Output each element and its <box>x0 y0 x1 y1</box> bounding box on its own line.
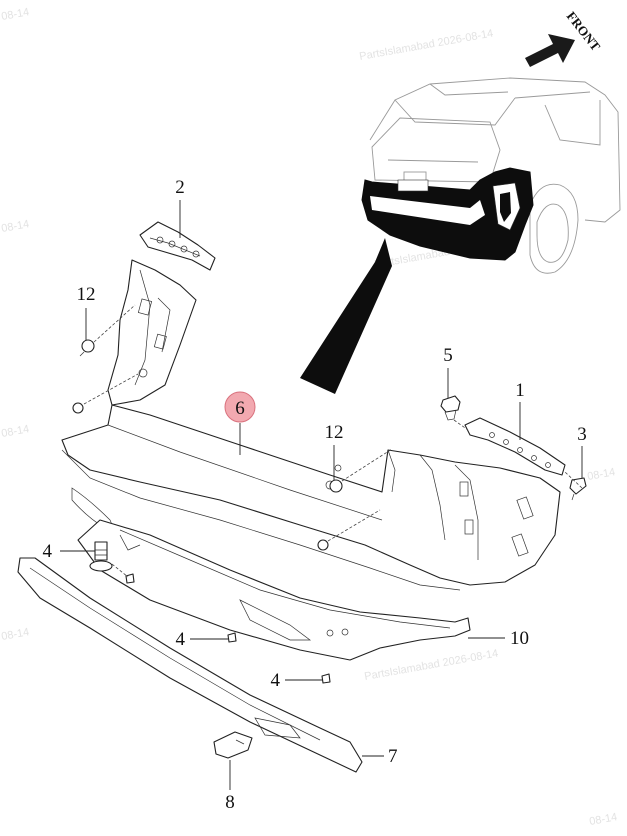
part-7-lower-trim <box>17 557 363 773</box>
part-1-right-bracket <box>464 417 566 476</box>
front-arrow-icon <box>525 34 575 67</box>
part-6-rear-bumper-cover <box>61 404 561 591</box>
callout-8: 8 <box>225 792 235 813</box>
watermark-bottom: PartsIslamabad 2026-08-14 <box>363 648 499 683</box>
watermark-edge-left-4: 08-14 <box>0 626 30 643</box>
watermark-edge-left-1: 08-14 <box>0 6 30 23</box>
callout-10: 10 <box>510 628 529 649</box>
callout-5: 5 <box>443 345 453 366</box>
screw-4-b-icon <box>227 632 237 643</box>
watermark-edge-left-2: 08-14 <box>0 218 30 235</box>
part-10-lower-bumper <box>77 519 471 661</box>
screw-4-a-icon <box>125 573 135 584</box>
clip-12-b-icon <box>329 479 343 493</box>
vehicle-rear-view <box>361 77 621 274</box>
part-8-tow-hook-cover <box>213 731 253 759</box>
callout-2: 2 <box>175 177 185 198</box>
callout-4-left: 4 <box>43 541 53 562</box>
watermark-edge-right-2: 08-14 <box>588 811 618 828</box>
callout-4-right: 4 <box>271 670 281 691</box>
callout-12-left: 12 <box>77 284 96 305</box>
leader-lines <box>60 200 583 790</box>
part-2-left-bracket <box>139 221 216 271</box>
callout-6: 6 <box>235 398 245 419</box>
assembly-dashed-lines <box>83 304 583 578</box>
vehicle-pointer-arrow-icon <box>300 238 392 394</box>
watermarks: PartsIslamabad 2026-08-14 PartsIslamabad… <box>0 6 618 828</box>
screw-4-c-icon <box>321 673 331 684</box>
front-direction-indicator: FRONT <box>525 9 604 67</box>
clip-12-a-icon <box>81 339 95 353</box>
watermark-edge-right-1: 08-14 <box>586 466 616 483</box>
watermark-top: PartsIslamabad 2026-08-14 <box>358 28 494 63</box>
bumper-left-side-panel <box>107 259 197 406</box>
screw-3-icon <box>569 477 587 495</box>
callout-4-center: 4 <box>176 629 186 650</box>
callout-3: 3 <box>577 424 587 445</box>
fasteners <box>72 339 587 684</box>
callout-labels: 2 12 6 12 5 1 3 4 4 4 10 7 8 <box>43 177 587 813</box>
callout-1: 1 <box>515 380 525 401</box>
callout-12-center: 12 <box>325 422 344 443</box>
clip-5-icon <box>440 395 461 413</box>
callout-6-highlight <box>224 391 256 423</box>
callout-7: 7 <box>388 746 398 767</box>
watermark-edge-left-3: 08-14 <box>0 423 30 440</box>
bolt-4-icon <box>94 541 108 561</box>
